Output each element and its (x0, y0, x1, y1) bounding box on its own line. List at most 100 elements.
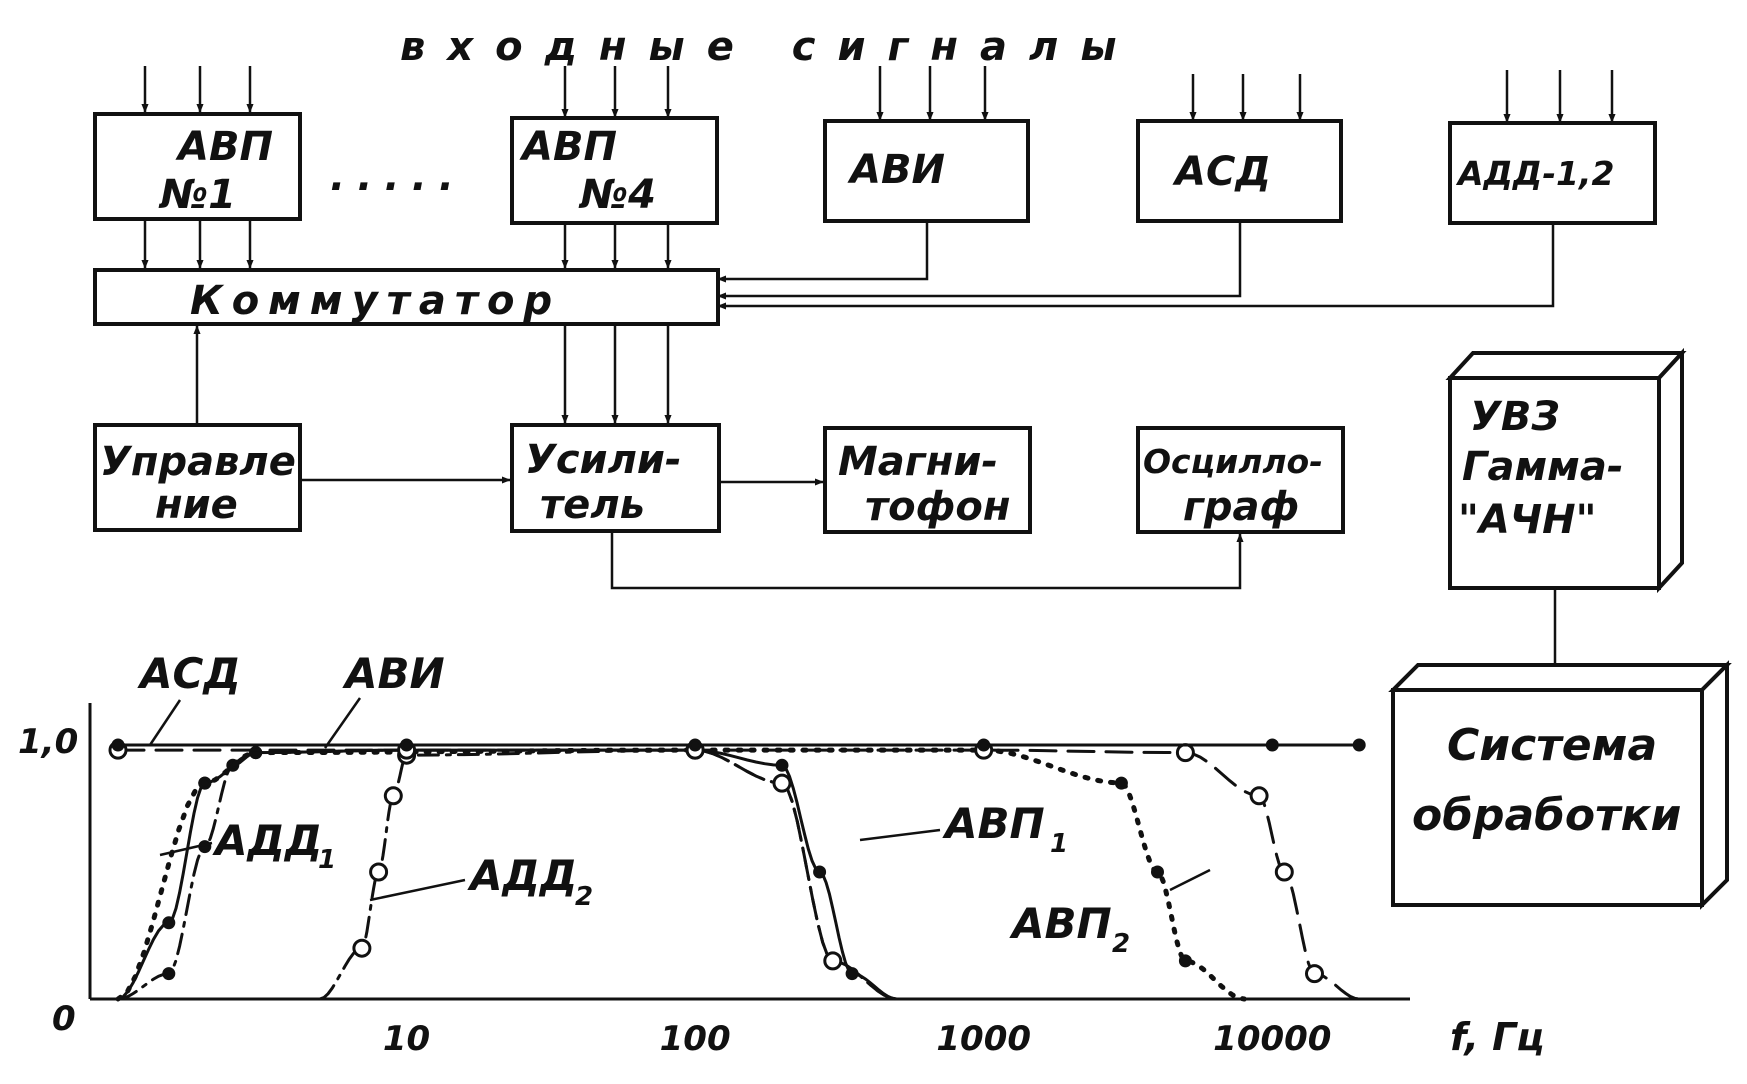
commutator-label: Коммутатор (190, 278, 561, 324)
block-asd: АСД (1136, 119, 1343, 223)
annotation-asd: АСД (137, 649, 241, 698)
block-avi: АВИ (823, 119, 1030, 223)
annotation-add-1-sub: 1 (318, 845, 336, 875)
series-5 (108, 740, 1361, 1001)
block-processing-system: Система обработки (1388, 660, 1732, 910)
series-line (318, 748, 899, 1001)
avp-1-number: №1 (158, 172, 236, 218)
commutator-input-arrows (141, 219, 1555, 310)
avp-4-number: №4 (578, 172, 656, 218)
annotation-avp-1-leader (859, 828, 941, 842)
data-point (162, 967, 176, 981)
x-tick-label-1000: 1000 (936, 1019, 1031, 1059)
series-4 (115, 743, 1247, 1002)
data-point (772, 773, 792, 793)
series-2 (318, 740, 899, 1001)
annotation-add-2-leader (369, 878, 466, 902)
data-point (383, 786, 403, 806)
oscillograph-label-2: граф (1183, 484, 1299, 530)
processing-label-2: обработки (1412, 790, 1681, 841)
x-tick-label-100: 100 (660, 1019, 731, 1059)
add-1-2-label: АДД-1,2 (1455, 154, 1614, 193)
data-point (111, 738, 125, 752)
annotation-add-2-sub: 2 (575, 882, 593, 912)
tape-recorder-label-2: тофон (865, 484, 1010, 530)
block-control: Управле ние (93, 423, 302, 532)
data-point (1114, 776, 1128, 790)
data-point (977, 738, 991, 752)
data-point (1352, 738, 1366, 752)
uvz-label-3: "АЧН" (1458, 497, 1596, 543)
annotation-asd-leader (148, 699, 182, 746)
annotation-avi: АВИ (342, 649, 445, 698)
data-point (775, 758, 789, 772)
block-oscillograph: Осцилло- граф (1136, 426, 1345, 534)
control-label-1: Управле (100, 439, 296, 485)
data-point (845, 967, 859, 981)
data-point (1178, 954, 1192, 968)
data-point (1249, 786, 1269, 806)
data-point (352, 938, 372, 958)
annotation-avp-2-leader (1169, 868, 1211, 892)
annotation-avi-leader (323, 697, 362, 749)
annotation-avp-2-text: АВП (1009, 899, 1112, 948)
block-avp-4: АВП №4 (510, 116, 719, 225)
inputs-title: входные сигналы (400, 24, 1139, 70)
middle-row-arrows (300, 476, 1244, 590)
ellipsis: ..... (330, 154, 466, 200)
series-6 (111, 738, 1366, 752)
frequency-response-chart: 0 1,0 10 100 1000 10000 f, Гц АСД АВИ АД… (18, 649, 1545, 1059)
data-point (1265, 738, 1279, 752)
tape-recorder-label-1: Магни- (838, 439, 998, 485)
series-layer (108, 738, 1366, 1002)
data-point (198, 776, 212, 790)
data-point (813, 865, 827, 879)
annotation-add-1-leader (159, 841, 213, 857)
uvz-label-1: УВЗ (1470, 394, 1560, 440)
block-tape-recorder: Магни- тофон (823, 426, 1032, 534)
input-arrows (141, 66, 1616, 123)
oscillograph-label-1: Осцилло- (1143, 442, 1323, 481)
annotation-avp-2-sub: 2 (1112, 929, 1130, 959)
annotation-add-1-text: АДД (212, 816, 322, 865)
data-point (369, 862, 389, 882)
asd-label: АСД (1172, 149, 1271, 195)
avp-1-label: АВП (175, 124, 273, 170)
amplifier-label-1: Усили- (525, 437, 682, 483)
x-axis-label: f, Гц (1450, 1015, 1545, 1059)
annotation-avp-1: АВП 1 (859, 799, 1068, 859)
data-point (1305, 964, 1324, 984)
data-point (1175, 743, 1195, 763)
block-avp-1: АВП №1 (93, 112, 302, 221)
block-uvz-gamma: УВЗ Гамма- "АЧН" (1445, 347, 1687, 594)
series-line (116, 748, 1361, 1001)
annotation-avp-1-text: АВП (942, 799, 1045, 848)
data-point (400, 738, 414, 752)
annotation-avp-1-sub: 1 (1050, 829, 1068, 859)
avi-label: АВИ (847, 147, 945, 193)
x-tick-label-10: 10 (383, 1019, 430, 1059)
series-line (115, 747, 1247, 1002)
block-commutator: Коммутатор (93, 268, 720, 326)
data-point (162, 916, 176, 930)
x-tick-label-10000: 10000 (1213, 1019, 1331, 1059)
y-tick-label-1: 1,0 (18, 722, 78, 762)
block-amplifier: Усили- тель (510, 423, 721, 533)
avp-4-label: АВП (519, 124, 617, 170)
data-point (823, 951, 843, 971)
data-point (1151, 865, 1164, 879)
data-point (1274, 862, 1294, 882)
annotation-add-1: АДД 1 (159, 816, 336, 875)
amplifier-label-2: тель (540, 482, 645, 528)
commutator-output-arrows (193, 324, 672, 424)
annotation-avp-2: АВП 2 (1009, 868, 1211, 959)
control-label-2: ние (155, 482, 238, 528)
uvz-label-2: Гамма- (1462, 444, 1623, 490)
annotation-add-2: АДД 2 (369, 851, 593, 912)
block-add-1-2: АДД-1,2 (1448, 121, 1657, 225)
annotation-add-2-text: АДД (467, 851, 577, 900)
processing-label-1: Система (1447, 720, 1657, 771)
data-point (688, 738, 702, 752)
